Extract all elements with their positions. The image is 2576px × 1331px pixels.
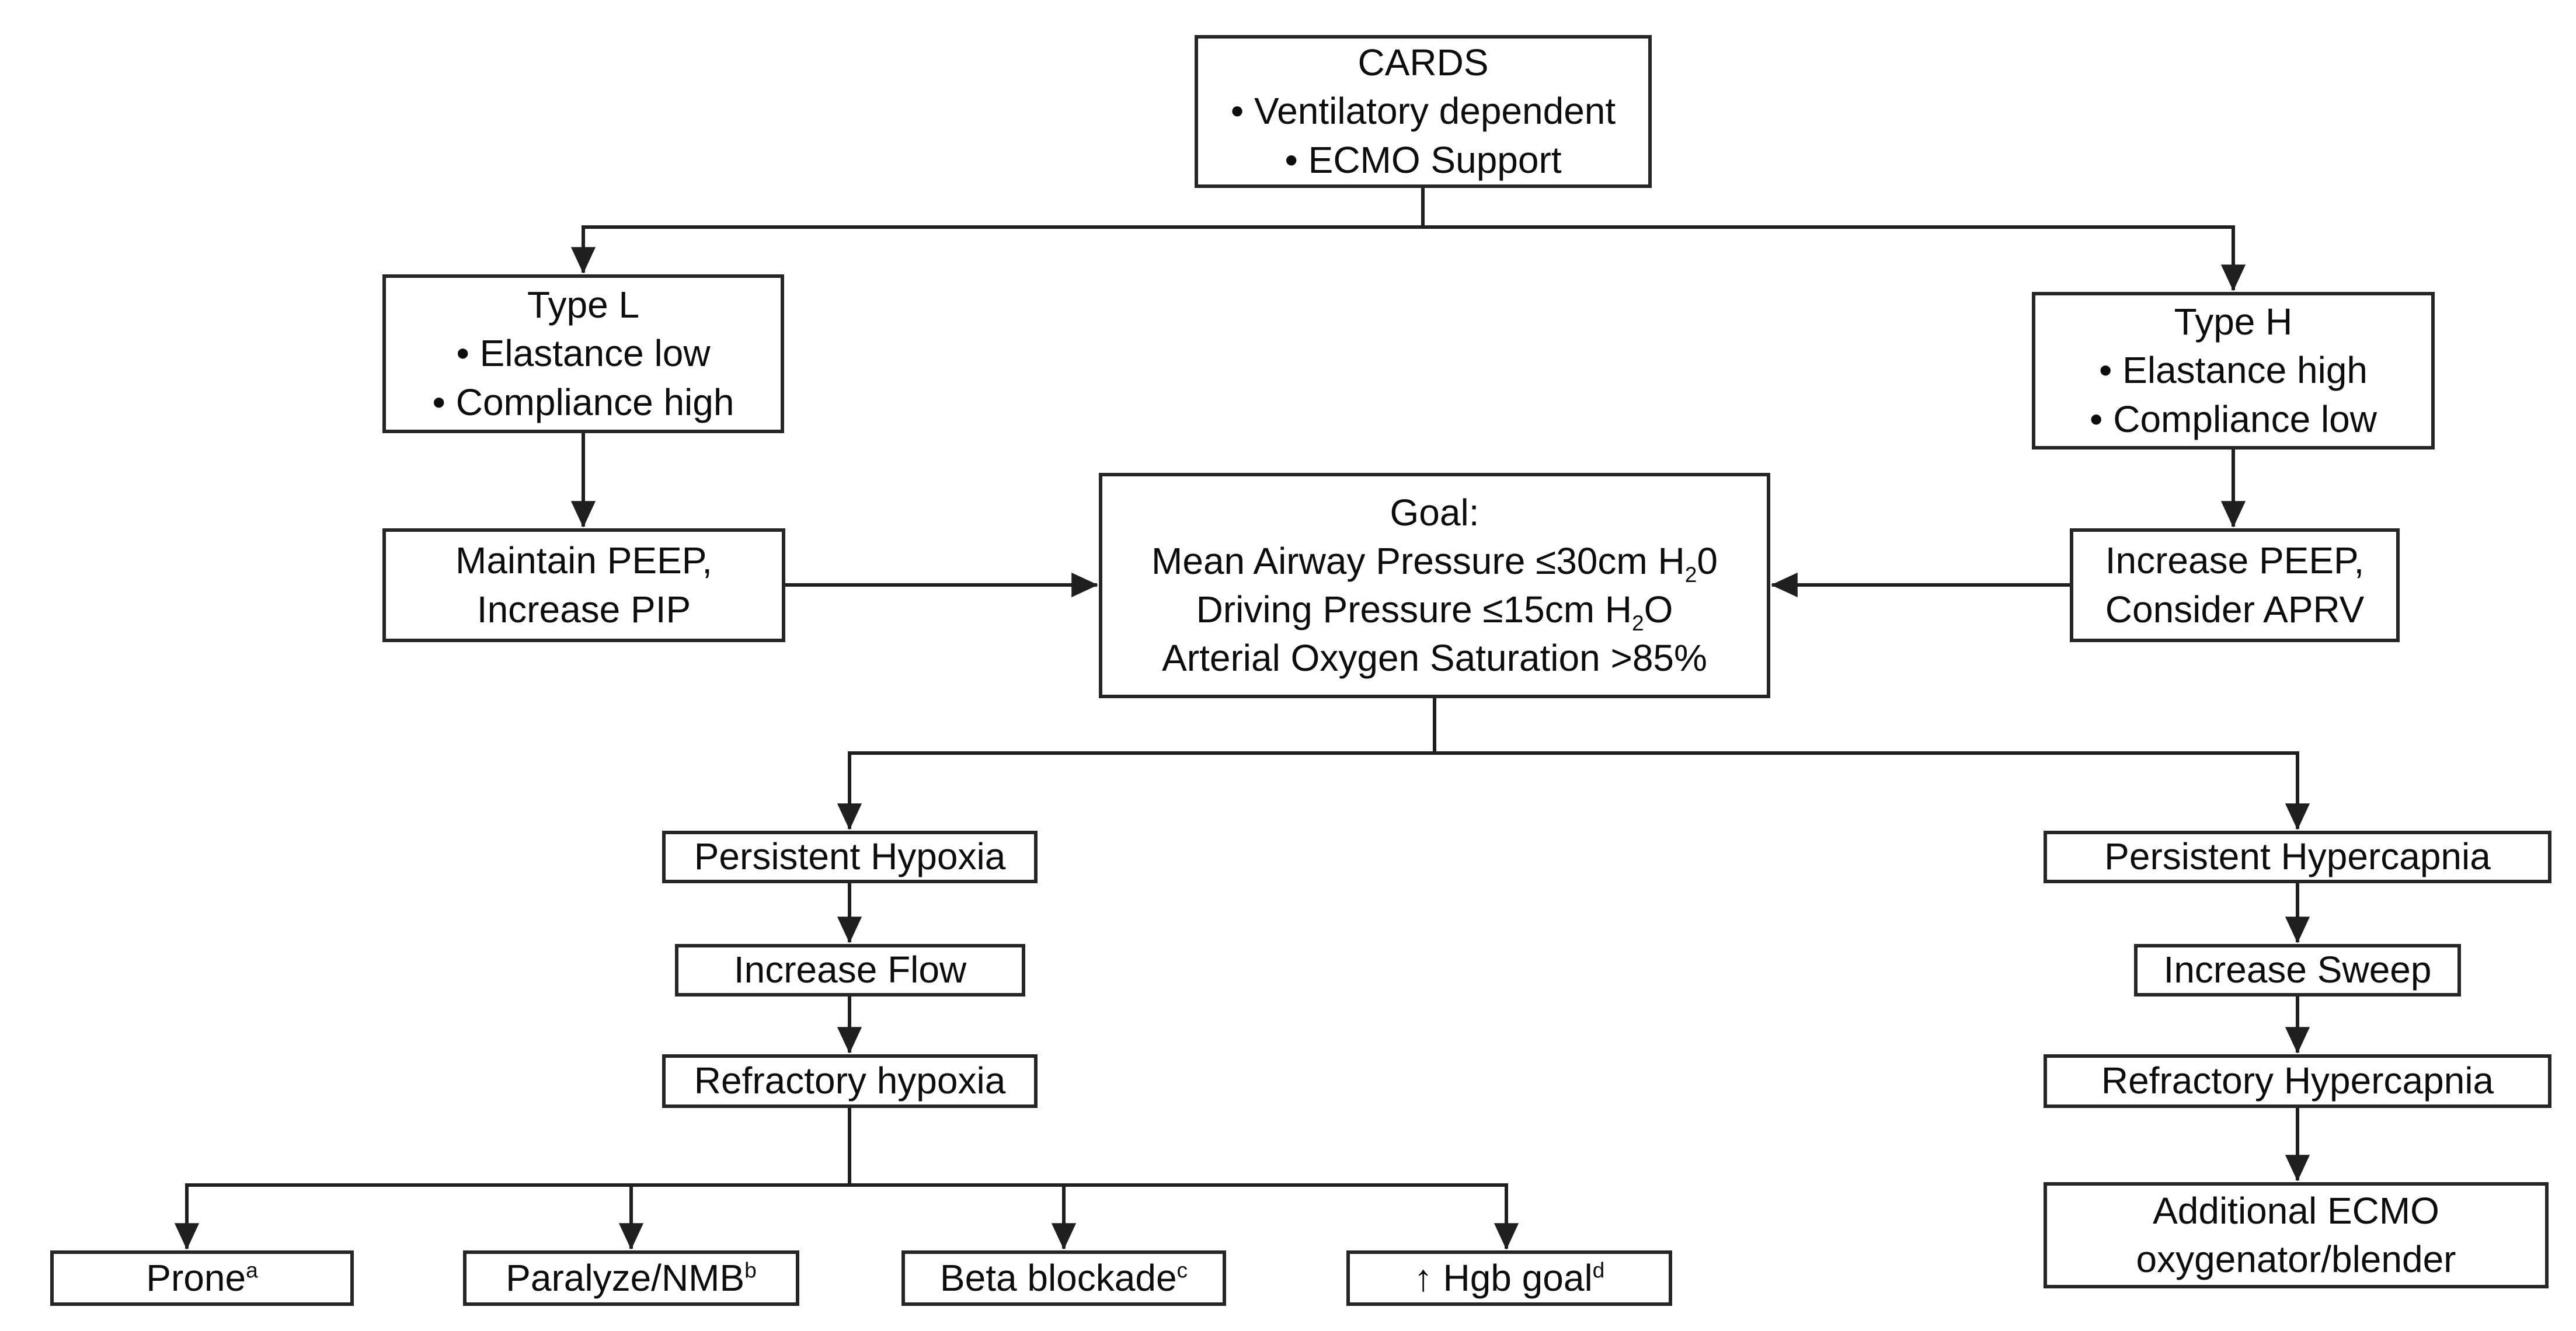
goal-driving-pressure-line: Driving Pressure ≤15cm H2O	[1106, 586, 1763, 634]
node-label-line: Persistent Hypoxia	[694, 835, 1006, 878]
goal-map-text-end: 0	[1697, 539, 1718, 582]
hgb-footnote-superscript: d	[1592, 1257, 1605, 1283]
node-prone: Pronea	[50, 1250, 354, 1306]
node-goal: Goal: Mean Airway Pressure ≤30cm H20 Dri…	[1099, 473, 1770, 698]
node-paralyze-nmb: Paralyze/NMBb	[463, 1250, 799, 1306]
node-additional-ecmo: Additional ECMO oxygenator/blender	[2044, 1182, 2549, 1288]
goal-map-text: Mean Airway Pressure ≤30cm H	[1151, 539, 1685, 582]
node-bullet: • ECMO Support	[1284, 138, 1562, 181]
node-label-line: Beta blockadec	[908, 1254, 1219, 1302]
paralyze-label: Paralyze/NMB	[506, 1256, 745, 1299]
goal-map-subscript: 2	[1684, 562, 1697, 587]
node-label-line: Additional ECMO	[2153, 1189, 2439, 1232]
node-label-line: Paralyze/NMBb	[470, 1254, 792, 1302]
node-label-line: Increase Flow	[733, 949, 967, 991]
node-cards: CARDS • Ventilatory dependent • ECMO Sup…	[1195, 35, 1652, 188]
node-label-line: Refractory hypoxia	[694, 1060, 1006, 1102]
node-title: Type L	[527, 284, 640, 326]
node-refractory-hypoxia: Refractory hypoxia	[662, 1054, 1038, 1108]
node-persistent-hypercapnia: Persistent Hypercapnia	[2044, 831, 2551, 883]
beta-footnote-superscript: c	[1176, 1257, 1188, 1283]
node-type-l: Type L • Elastance low • Compliance high	[382, 274, 784, 433]
goal-dp-text-end: O	[1644, 588, 1673, 630]
node-label-line: Pronea	[57, 1254, 347, 1302]
node-persistent-hypoxia: Persistent Hypoxia	[662, 831, 1038, 883]
node-refractory-hypercapnia: Refractory Hypercapnia	[2044, 1054, 2551, 1108]
node-label-line: Increase Sweep	[2163, 949, 2432, 991]
node-increase-flow: Increase Flow	[675, 944, 1025, 996]
hgb-goal-label: ↑ Hgb goal	[1414, 1256, 1593, 1299]
paralyze-footnote-superscript: b	[744, 1257, 757, 1283]
node-title: Type H	[2174, 301, 2293, 343]
beta-blockade-label: Beta blockade	[939, 1256, 1177, 1299]
node-increase-peep: Increase PEEP, Consider APRV	[2070, 528, 2400, 642]
goal-mean-airway-pressure-line: Mean Airway Pressure ≤30cm H20	[1106, 537, 1763, 586]
node-label-line: Consider APRV	[2105, 588, 2365, 630]
node-bullet: • Compliance high	[432, 381, 734, 423]
node-bullet: • Elastance high	[2098, 349, 2368, 392]
node-bullet: • Elastance low	[456, 332, 711, 375]
node-beta-blockade: Beta blockadec	[901, 1250, 1226, 1306]
node-label-line: Refractory Hypercapnia	[2101, 1060, 2494, 1102]
node-label-line: oxygenator/blender	[2136, 1238, 2456, 1280]
node-label-line: ↑ Hgb goald	[1353, 1254, 1665, 1302]
node-hgb-goal: ↑ Hgb goald	[1346, 1250, 1672, 1306]
prone-label: Prone	[146, 1256, 246, 1299]
node-bullet: • Compliance low	[2090, 398, 2377, 440]
node-label-line: Increase PEEP,	[2105, 539, 2365, 582]
node-label-line: Persistent Hypercapnia	[2104, 835, 2491, 878]
goal-dp-subscript: 2	[1632, 610, 1644, 635]
node-label-line: Maintain PEEP,	[455, 539, 712, 582]
node-title: CARDS	[1357, 41, 1489, 84]
node-increase-sweep: Increase Sweep	[2134, 944, 2461, 996]
goal-title: Goal:	[1390, 491, 1480, 534]
prone-footnote-superscript: a	[246, 1257, 258, 1283]
node-maintain-peep: Maintain PEEP, Increase PIP	[382, 528, 785, 642]
goal-dp-text: Driving Pressure ≤15cm H	[1196, 588, 1632, 630]
node-type-h: Type H • Elastance high • Compliance low	[2032, 292, 2435, 450]
node-bullet: • Ventilatory dependent	[1230, 90, 1616, 133]
node-label-line: Increase PIP	[476, 588, 691, 630]
goal-saturation-line: Arterial Oxygen Saturation >85%	[1162, 637, 1707, 680]
